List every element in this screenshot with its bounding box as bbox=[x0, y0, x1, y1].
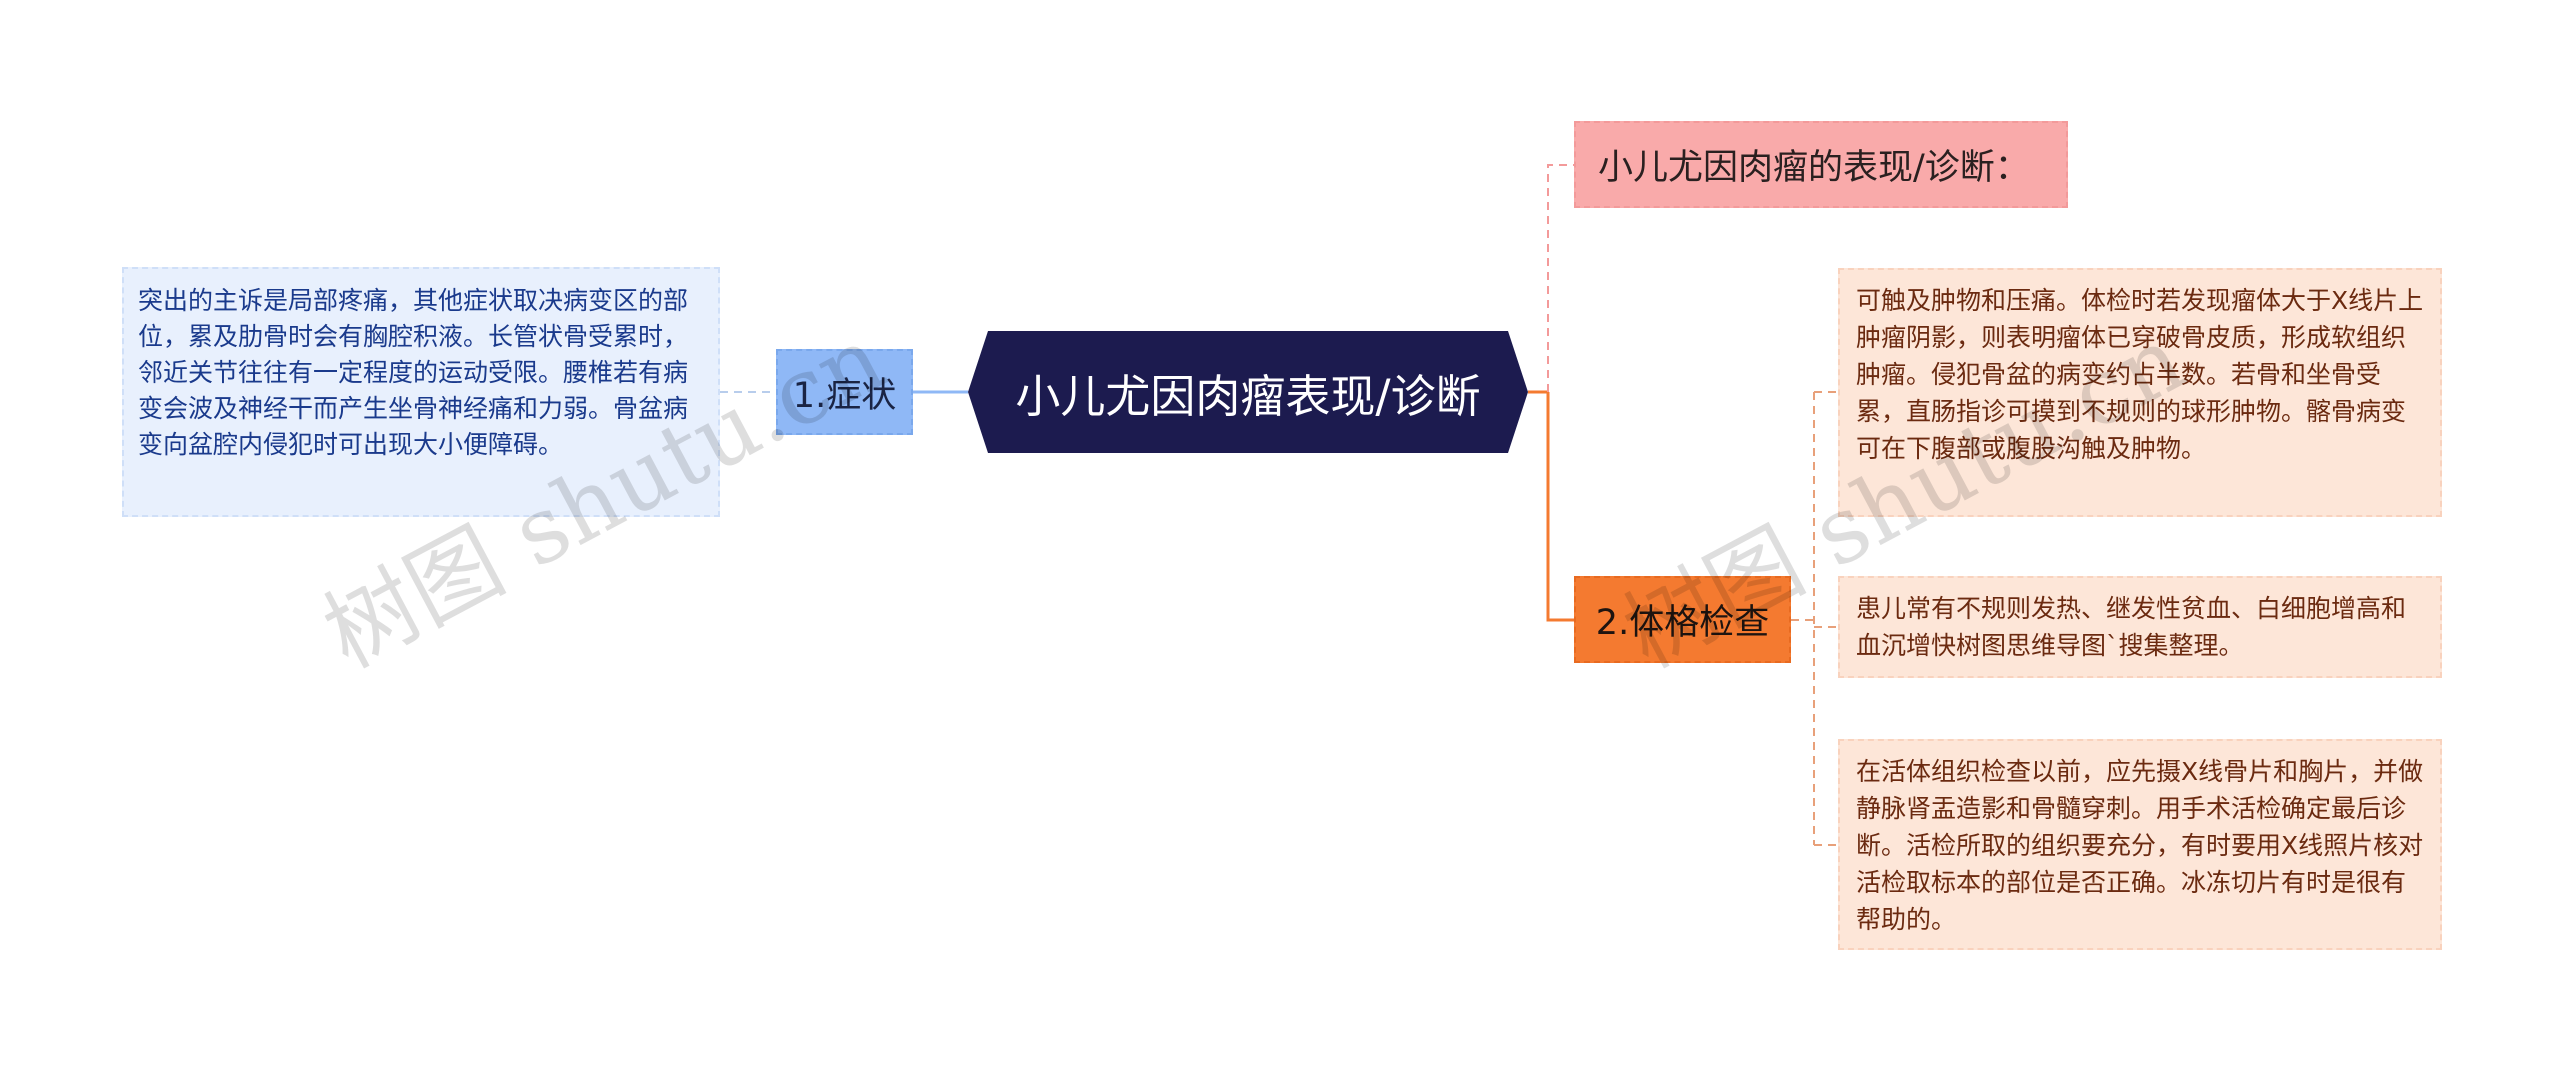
connector-root-branch2 bbox=[1546, 392, 1574, 622]
branch-diagnosis-title-node[interactable]: 小儿尤因肉瘤的表现/诊断： bbox=[1574, 121, 2068, 208]
branch-symptoms-node[interactable]: 1.症状 bbox=[776, 349, 913, 435]
exam-detail-node-1[interactable]: 可触及肿物和压痛。体检时若发现瘤体大于X线片上肿瘤阴影，则表明瘤体已穿破骨皮质，… bbox=[1838, 268, 2442, 517]
symptom-detail-node[interactable]: 突出的主诉是局部疼痛，其他症状取决病变区的部位，累及肋骨时会有胸腔积液。长管状骨… bbox=[122, 267, 720, 517]
exam-detail-node-2[interactable]: 患儿常有不规则发热、继发性贫血、白细胞增高和血沉增快树图思维导图`搜集整理。 bbox=[1838, 576, 2442, 678]
exam-detail-node-3[interactable]: 在活体组织检查以前，应先摄X线骨片和胸片，并做静脉肾盂造影和骨髓穿刺。用手术活检… bbox=[1838, 739, 2442, 950]
connector-root-branch-top bbox=[1547, 164, 1574, 392]
root-node[interactable]: 小儿尤因肉瘤表现/诊断 bbox=[968, 331, 1528, 453]
branch-physical-exam-node[interactable]: 2.体格检查 bbox=[1574, 576, 1791, 663]
